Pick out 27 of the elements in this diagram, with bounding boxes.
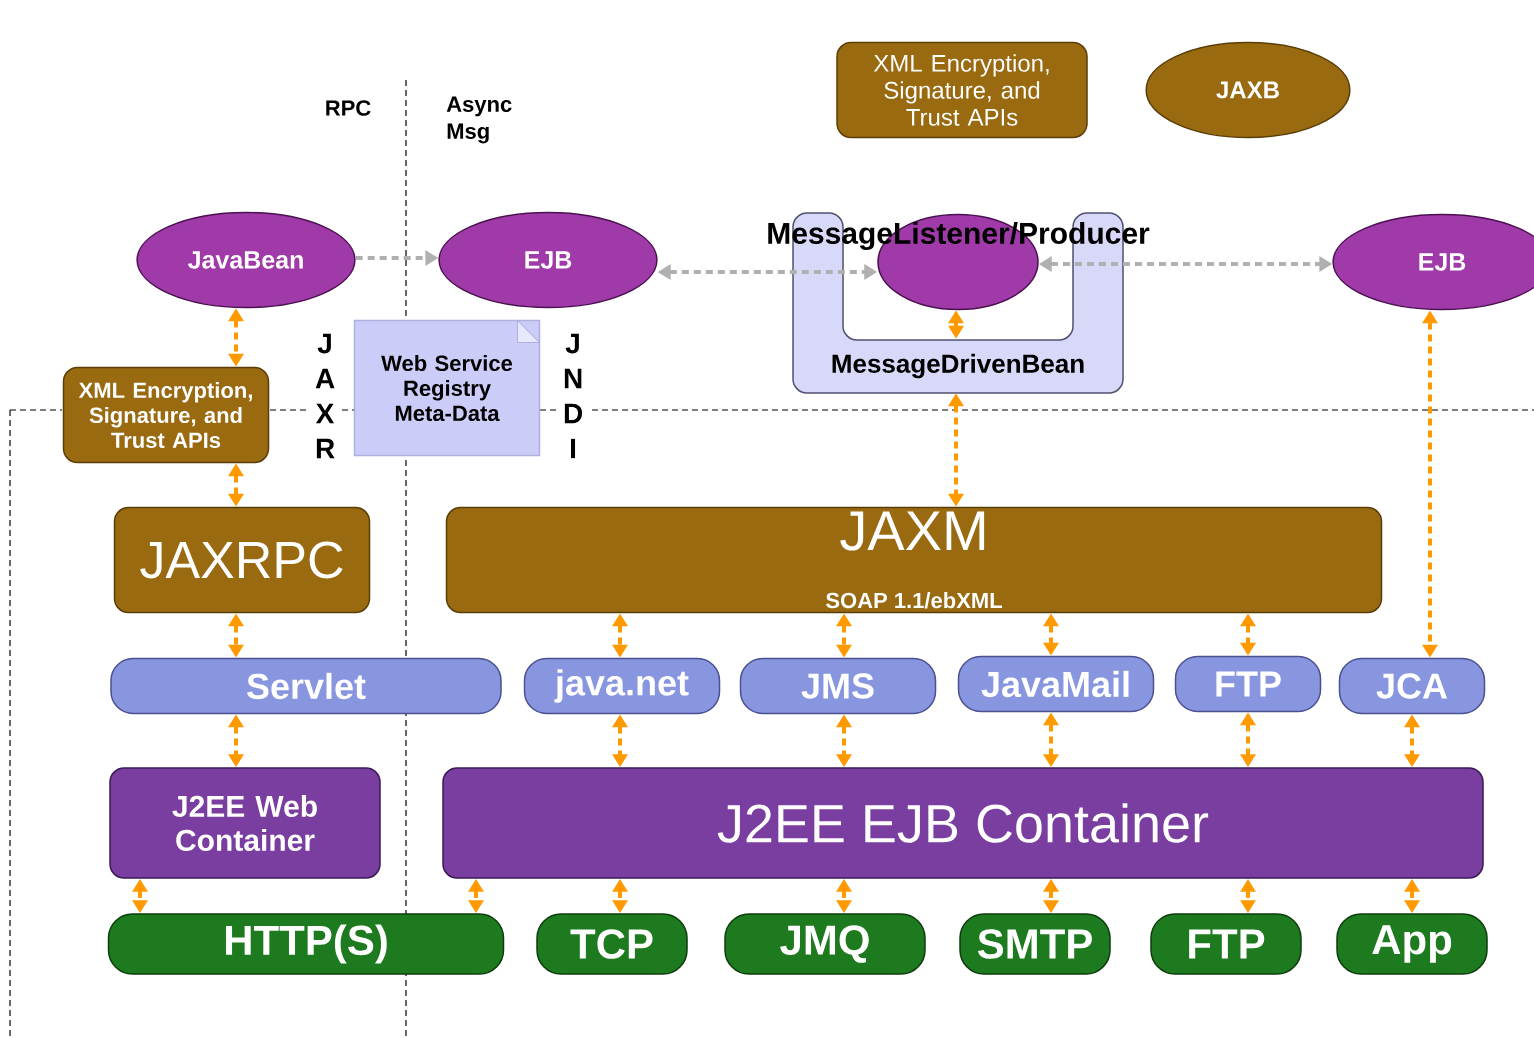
pill-box: JavaMail	[957, 655, 1155, 713]
pill-box: JMQ	[724, 913, 926, 975]
container-box: J2EE Web Container	[109, 767, 381, 879]
pill-box: HTTP(S)	[107, 913, 505, 975]
process-box: XML Encryption, Signature, and Trust APIs	[62, 366, 270, 464]
ellipse-node: JavaBean	[136, 211, 356, 309]
container-box: J2EE EJB Container	[442, 767, 1484, 879]
pill-box: FTP	[1174, 655, 1322, 713]
note-box: Web Service Registry Meta-Data	[353, 319, 541, 457]
process-box: XML Encryption, Signature, and Trust APIs	[836, 41, 1088, 139]
pill-box: JCA	[1338, 657, 1486, 715]
pill-box: FTP	[1150, 913, 1302, 975]
pill-box: java.net	[523, 657, 721, 715]
axis-label: Async Msg	[446, 96, 512, 144]
axis-label: JNDI	[564, 333, 583, 459]
axis-label: RPC	[326, 100, 371, 116]
pill-box: Servlet	[110, 657, 502, 715]
process-box: JAXRPC	[113, 506, 371, 614]
pill-box: SMTP	[959, 913, 1111, 975]
ellipse-node: EJB	[438, 211, 658, 309]
pill-box: App	[1336, 913, 1488, 975]
pill-box: TCP	[536, 913, 688, 975]
ellipse-node: JAXB	[1145, 41, 1351, 139]
ellipse-node: EJB	[1332, 213, 1534, 311]
axis-label: JAXR	[315, 333, 335, 459]
pill-box: JMS	[739, 657, 937, 715]
process-box: JAXM SOAP 1.1/ebXML	[445, 506, 1383, 614]
